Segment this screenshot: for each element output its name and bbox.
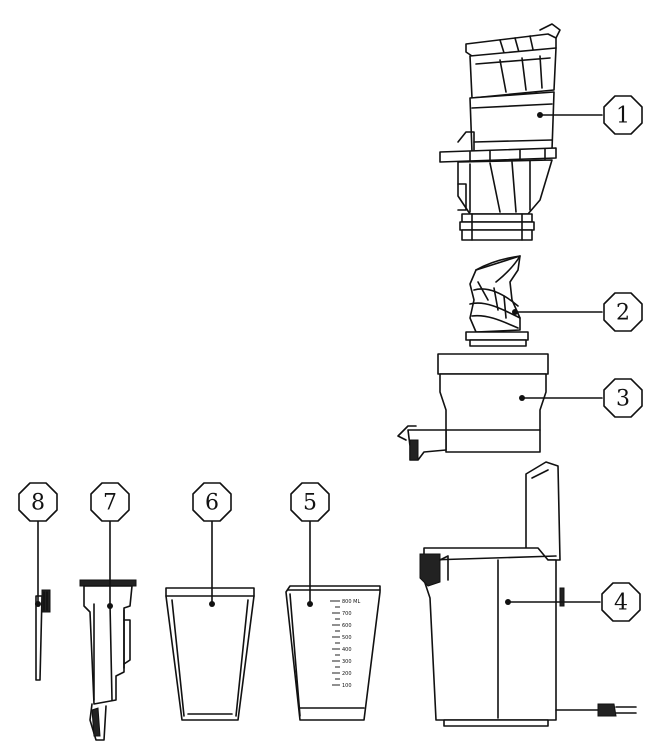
part-7-dot xyxy=(107,603,113,609)
part-2-dot xyxy=(512,309,518,315)
callout-number: 6 xyxy=(205,491,219,516)
part-5-dot xyxy=(307,601,313,607)
part-1-hopper-assembly xyxy=(439,23,561,241)
callout-number: 4 xyxy=(614,591,628,616)
cup-scale-label: 500 xyxy=(342,635,352,641)
callout-number: 2 xyxy=(616,301,630,326)
part-4-motor-base xyxy=(419,461,637,727)
callout-2: 2 xyxy=(603,292,643,332)
callout-6: 6 xyxy=(192,482,232,522)
part-1-dot xyxy=(537,112,543,118)
callout-number: 1 xyxy=(616,104,630,129)
part-8-dot xyxy=(35,601,41,607)
cup-scale-label: 700 xyxy=(342,611,352,617)
callout-5: 5 xyxy=(290,482,330,522)
cup-scale-label: 300 xyxy=(342,659,352,665)
part-5-measuring-cup: 800 ML 700 600 500 400 300 200 100 xyxy=(285,585,381,721)
cup-scale-label: 200 xyxy=(342,671,352,677)
part-6-dot xyxy=(209,601,215,607)
part-8-cleaning-brush xyxy=(35,589,51,681)
part-4-dot xyxy=(505,599,511,605)
callout-1: 1 xyxy=(603,95,643,135)
part-3-dot xyxy=(519,395,525,401)
callout-7: 7 xyxy=(90,482,130,522)
cup-scale-label: 800 ML xyxy=(342,599,360,605)
part-3-juicing-bowl xyxy=(397,353,549,461)
callout-number: 7 xyxy=(103,491,117,516)
part-6-pulp-cup xyxy=(165,587,255,721)
cup-scale-label: 100 xyxy=(342,683,352,689)
callout-3: 3 xyxy=(603,378,643,418)
callout-number: 5 xyxy=(303,491,317,516)
callout-number: 3 xyxy=(616,387,630,412)
callout-8: 8 xyxy=(18,482,58,522)
callout-4: 4 xyxy=(601,582,641,622)
callout-number: 8 xyxy=(31,491,45,516)
cup-scale-label: 400 xyxy=(342,647,352,653)
part-2-auger xyxy=(465,255,529,347)
part-7-pusher xyxy=(79,579,137,741)
cup-scale-label: 600 xyxy=(342,623,352,629)
